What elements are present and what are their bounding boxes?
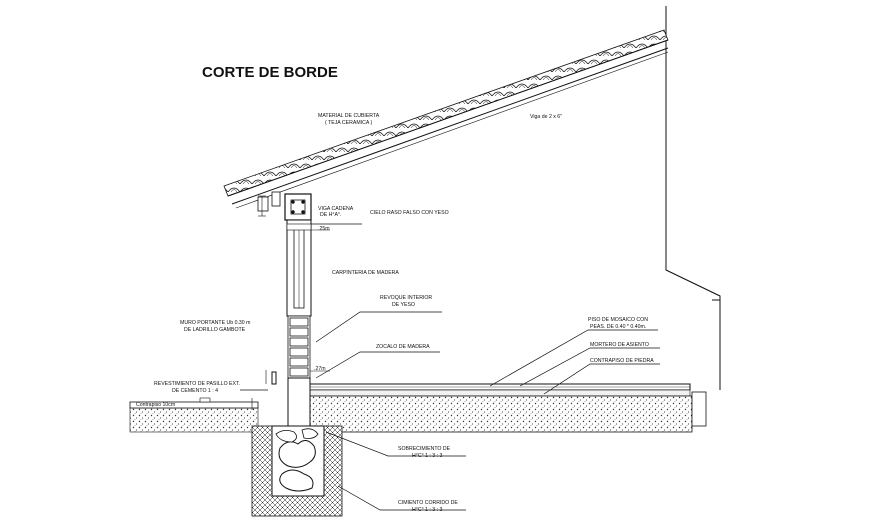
leader-lines xyxy=(240,311,660,511)
label-foundation: CIMIENTO CORRIDO DE xyxy=(398,500,458,506)
label-mortar: MORTERO DE ASIENTO xyxy=(590,342,649,348)
label-floor-sub: PEAS. DE 0.40 * 0.40m. xyxy=(590,324,646,330)
foundation xyxy=(251,425,343,517)
label-foundation-sub: H°C° 1 : 3 : 3 xyxy=(412,507,443,513)
adjacent-wall-outline xyxy=(665,6,721,390)
label-wall-sub: DE LADRILLO GAMBOTE xyxy=(184,327,246,333)
dimension-markers xyxy=(251,195,330,410)
exterior-slab xyxy=(129,397,259,409)
label-tie-beam-sub: DE H°A°. xyxy=(320,212,341,218)
label-roof-material: MATERIAL DE CUBIERTA xyxy=(318,113,380,119)
label-subfloor: CONTRAPISO DE PIEDRA xyxy=(590,358,654,364)
label-floor: PISO DE MOSAICO CON xyxy=(588,317,648,323)
label-skirting: ZOCALO DE MADERA xyxy=(376,344,430,350)
plinth xyxy=(271,371,311,427)
floor-slab xyxy=(309,383,691,397)
annotations: MATERIAL DE CUBIERTA ( TEJA CERAMICA ) V… xyxy=(136,113,654,513)
label-hall: REVESTIMIENTO DE PASILLO EXT. xyxy=(154,381,240,387)
ground-fill xyxy=(129,391,707,433)
eave-detail xyxy=(257,191,281,212)
label-plaster: REVOQUE INTERIOR xyxy=(380,295,432,301)
label-roof-material-sub: ( TEJA CERAMICA ) xyxy=(325,120,372,126)
label-plaster-sub: DE YESO xyxy=(392,302,415,308)
label-wall: MURO PORTANTE Ub 0.30 m xyxy=(180,320,250,326)
label-ceiling: CIELO RASO FALSO CON YESO xyxy=(370,210,449,216)
label-dim-25: .25m xyxy=(318,226,330,232)
tie-beam xyxy=(284,193,312,221)
roof-tiles xyxy=(223,29,669,209)
label-dim-27: .27m xyxy=(314,366,326,372)
label-plinth: SOBRECIMIENTO DE xyxy=(398,446,451,452)
label-contrapiso: Contrapiso 10cm xyxy=(136,402,175,408)
bearing-wall xyxy=(286,219,312,317)
label-hall-sub: DE CEMENTO 1 : 4 xyxy=(172,388,218,394)
label-carpentry: CARPINTERIA DE MADERA xyxy=(332,270,399,276)
label-tie-beam: VIGA CADENA xyxy=(318,206,354,212)
brick-wall xyxy=(287,315,311,379)
label-plinth-sub: H°C° 1 : 3 : 3 xyxy=(412,453,443,459)
drawing-title: CORTE DE BORDE xyxy=(202,64,338,81)
label-beam: Viga de 2 x 6" xyxy=(530,114,562,120)
